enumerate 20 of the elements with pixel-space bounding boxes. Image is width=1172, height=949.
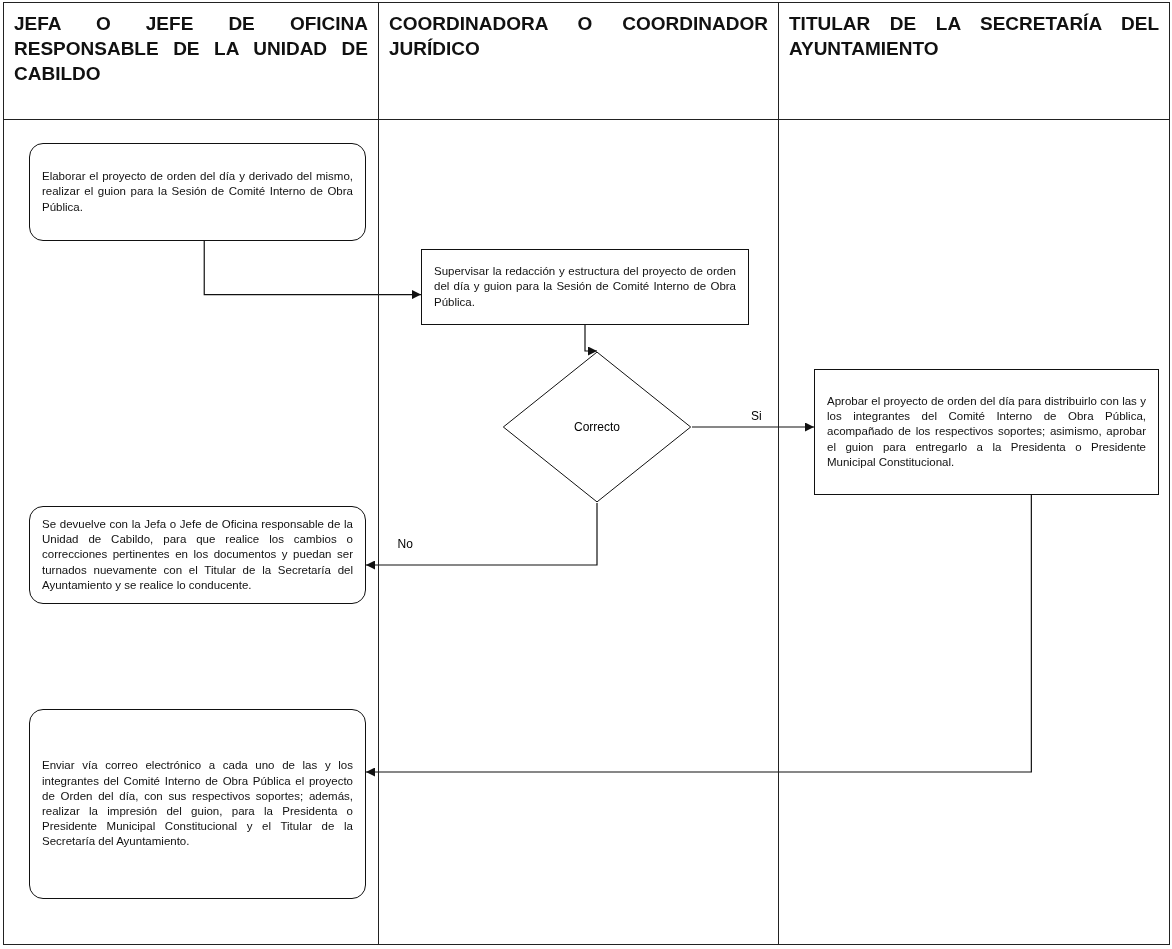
edge-label: No bbox=[395, 537, 415, 551]
process-box: Enviar vía correo electrónico a cada uno de las y los integrantes del Comité Interno de Obra Pública el proyecto de Orden del día, con sus respectivos soportes; además, realizar la impresión del guion, para la Presidenta o Presidente Municipal Constitucional y el Titular de la Secretaría del Ayuntamiento. bbox=[29, 709, 366, 899]
swimlane bbox=[778, 2, 1170, 945]
lane-header: TITULAR DE LA SECRETARÍA DEL AYUNTAMIENTO bbox=[789, 12, 1159, 62]
process-box: Se devuelve con la Jefa o Jefe de Oficina responsable de la Unidad de Cabildo, para que realice los cambios o correcciones pertinentes en los documentos y puedan ser turnados nuevamente con el Titular de la Secretaría del Ayuntamiento y se realice lo conducente. bbox=[29, 506, 366, 604]
process-box: Elaborar el proyecto de orden del día y derivado del mismo, realizar el guion para la Sesión de Comité Interno de Obra Pública. bbox=[29, 143, 366, 241]
decision-diamond bbox=[502, 351, 692, 503]
arrow bbox=[584, 324, 598, 356]
arrow bbox=[365, 494, 1032, 777]
arrow bbox=[365, 502, 598, 570]
process-box: Supervisar la redacción y estructura del proyecto de orden del día y guion para la Sesión de Comité Interno de Obra Pública. bbox=[421, 249, 749, 325]
decision-text: Correcto bbox=[573, 420, 621, 434]
swimlane bbox=[3, 2, 379, 945]
edge-label: Si bbox=[749, 409, 764, 423]
arrow bbox=[691, 422, 815, 432]
arrow bbox=[203, 240, 422, 300]
lane-header: JEFA O JEFE DE OFICINA RESPONSABLE DE LA UNIDAD DE CABILDO bbox=[14, 12, 368, 87]
swimlane bbox=[378, 2, 779, 945]
lane-header: COORDINADORA O COORDINADOR JURÍDICO bbox=[389, 12, 768, 62]
process-box: Aprobar el proyecto de orden del día para distribuirlo con las y los integrantes del Comité Interno de Obra Pública, acompañado de los respectivos soportes; asimismo, aprobar el guion para entregarlo a la Presidenta o Presidente Municipal Constitucional. bbox=[814, 369, 1159, 495]
